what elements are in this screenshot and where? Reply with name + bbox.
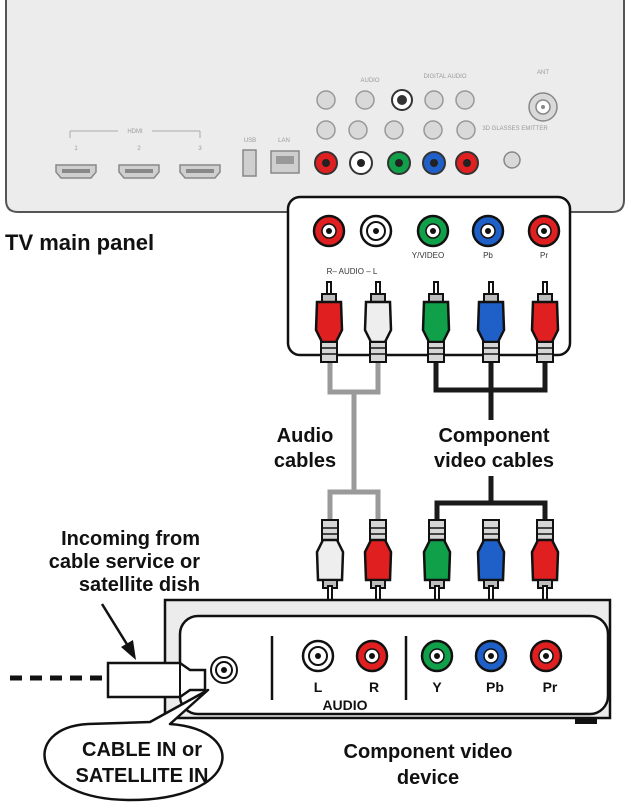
inset-y-label: Y/VIDEO — [412, 251, 444, 260]
video-cable — [433, 362, 548, 528]
device-jack-pr — [529, 639, 563, 673]
component-cables-label: Component video cables — [434, 425, 554, 472]
audio-cables-label: Audio cables — [274, 425, 336, 472]
svg-text:cables: cables — [274, 450, 336, 472]
usb-label: USB — [244, 138, 256, 144]
svg-text:device: device — [397, 767, 459, 789]
device-jack-pb — [474, 639, 508, 673]
device-plug-pr — [530, 518, 560, 602]
svg-text:Audio: Audio — [277, 425, 334, 447]
tv-top-label-digital-audio: DIGITAL AUDIO — [423, 74, 466, 80]
device-jack-y — [420, 639, 454, 673]
svg-text:cable service or: cable service or — [49, 551, 200, 573]
device-label-pb: Pb — [486, 679, 504, 695]
component-video-device: L R AUDIO Y Pb Pr — [163, 598, 612, 724]
incoming-coax-cable — [10, 661, 207, 699]
inset-pb-label: Pb — [483, 251, 493, 260]
inset-pr-label: Pr — [540, 251, 548, 260]
device-label-y: Y — [432, 679, 442, 695]
tv-upper-jacks — [316, 90, 476, 140]
svg-text:satellite dish: satellite dish — [79, 574, 200, 596]
inset-jack-pb — [471, 214, 505, 248]
hdmi-port-3-label: 3 — [198, 146, 202, 152]
inset-jack-y — [416, 214, 450, 248]
device-plug-audio-l — [315, 518, 345, 602]
lan-label: LAN — [278, 138, 290, 144]
tv-component-row — [314, 151, 479, 175]
device-label-audio: AUDIO — [322, 697, 367, 713]
component-video-device-label: Component video device — [344, 741, 513, 789]
svg-text:Incoming from: Incoming from — [61, 528, 200, 550]
hdmi-group-label: HDMI — [127, 129, 143, 135]
coax-input-jack — [210, 656, 238, 684]
incoming-signal-label: Incoming from cable service or satellite… — [49, 528, 200, 596]
audio-cable — [327, 362, 381, 520]
tv-panel-label: TV main panel — [5, 230, 154, 255]
device-label-r: R — [369, 679, 379, 695]
svg-text:Component: Component — [438, 425, 549, 447]
device-plug-audio-r — [363, 518, 393, 602]
tv-top-label-audio: AUDIO — [360, 78, 379, 84]
device-plug-pb — [476, 518, 506, 602]
antenna-port — [528, 92, 558, 122]
svg-text:Component video: Component video — [344, 741, 513, 763]
inset-jack-audio-l — [359, 214, 393, 248]
svg-text:video cables: video cables — [434, 450, 554, 472]
hdmi-port-3 — [179, 164, 221, 179]
device-label-l: L — [314, 679, 323, 695]
hdmi-port-1 — [55, 164, 97, 179]
hdmi-port-1-label: 1 — [74, 146, 78, 152]
inset-audio-label: R– AUDIO – L — [327, 267, 378, 276]
hdmi-port-2 — [118, 164, 160, 179]
device-label-pr: Pr — [543, 679, 558, 695]
inset-jack-pr — [527, 214, 561, 248]
usb-port — [242, 149, 257, 177]
tv-back-panel: HDMI 1 2 3 USB LAN AUDIO DIGITAL AUDIO — [5, 0, 625, 213]
device-jack-audio-r — [355, 639, 389, 673]
cable-in-text-line1: CABLE IN or — [82, 739, 202, 761]
hdmi-port-2-label: 2 — [137, 146, 141, 152]
glasses-emitter-port — [503, 151, 521, 169]
inset-jack-audio-r — [312, 214, 346, 248]
cable-in-callout: CABLE IN or SATELLITE IN — [43, 688, 224, 802]
ant-label: ANT — [537, 70, 549, 76]
incoming-arrow — [100, 603, 136, 660]
device-jack-audio-l — [301, 639, 335, 673]
cable-in-text-line2: SATELLITE IN — [76, 765, 209, 787]
device-plug-y — [422, 518, 452, 602]
glasses-emitter-label: 3D GLASSES EMITTER — [482, 126, 548, 132]
